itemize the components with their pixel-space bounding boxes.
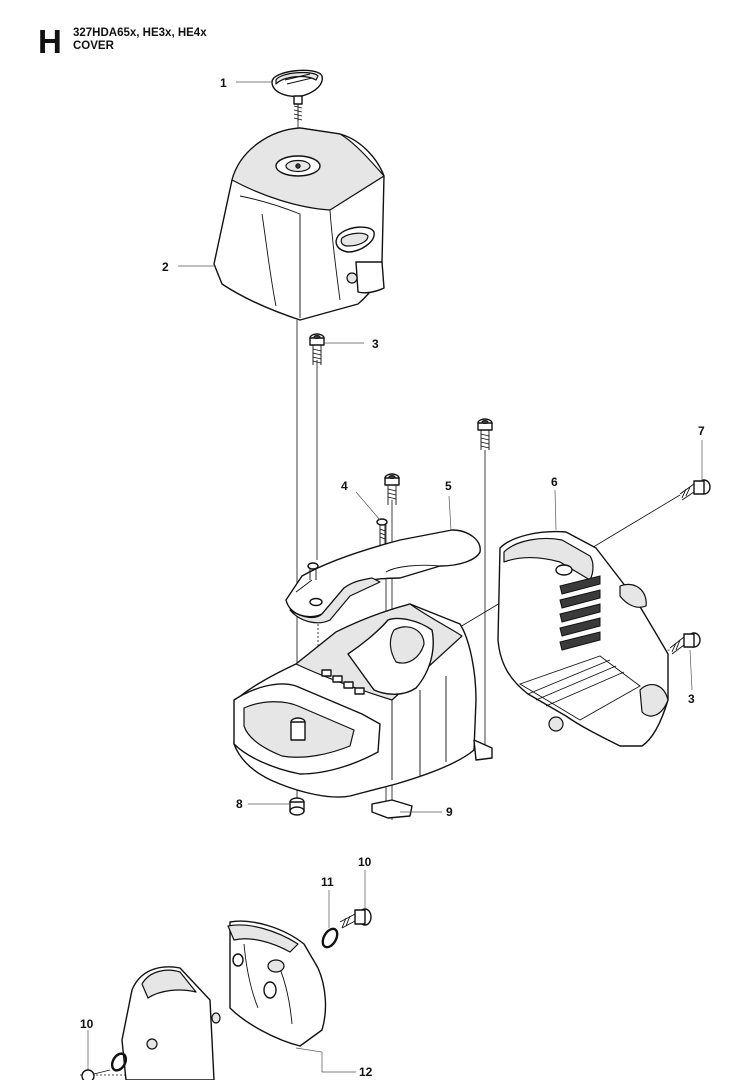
part-12-shroud [211,920,327,1047]
housing-vent-slots [321,669,365,695]
model-line: 327HDA65x, HE3x, HE4x [73,27,207,39]
part-screw-vertical-center [384,473,400,505]
part-8-nut [289,797,305,816]
part-screw-under-bracket [307,562,319,580]
part-9-lower-housing [233,603,493,819]
callout-8: 8 [236,797,243,811]
callout-12: 12 [359,1065,373,1079]
part-6-side-cover [497,530,669,747]
callout-leader-lines [87,81,703,1073]
callout-2: 2 [162,260,169,274]
callout-1: 1 [220,76,227,90]
callout-9: 9 [446,805,453,819]
callout-labels: 1 2 3 7 4 5 6 3 8 9 10 11 10 12 [80,76,705,1079]
part-7-screw [679,479,711,501]
part-2-top-cover [213,127,385,321]
part-3-screw-lower [669,632,701,655]
callout-5: 5 [445,479,452,493]
side-cover-fins [559,575,601,651]
callout-3-upper: 3 [372,337,379,351]
part-3-screw-upper [309,333,325,365]
callout-10-lower: 10 [80,1017,94,1031]
callout-6: 6 [551,475,558,489]
callout-3-lower: 3 [688,692,695,706]
callout-11: 11 [321,875,334,889]
part-5-bracket [285,529,481,624]
part-4-small-screw [376,518,388,545]
section-letter: H [38,23,62,60]
callout-4: 4 [341,479,348,493]
section-title: COVER [73,40,114,52]
part-lower-left-cover [121,966,215,1080]
callout-10-upper: 10 [358,855,372,869]
part-screw-vertical-right [477,418,493,450]
part-10-screw-upper [339,908,372,929]
part-10-screw-lower [81,1052,128,1080]
part-11-o-ring [321,927,339,949]
header-text: 327HDA65x, HE3x, HE4x COVER [73,27,207,53]
callout-7: 7 [698,424,705,438]
